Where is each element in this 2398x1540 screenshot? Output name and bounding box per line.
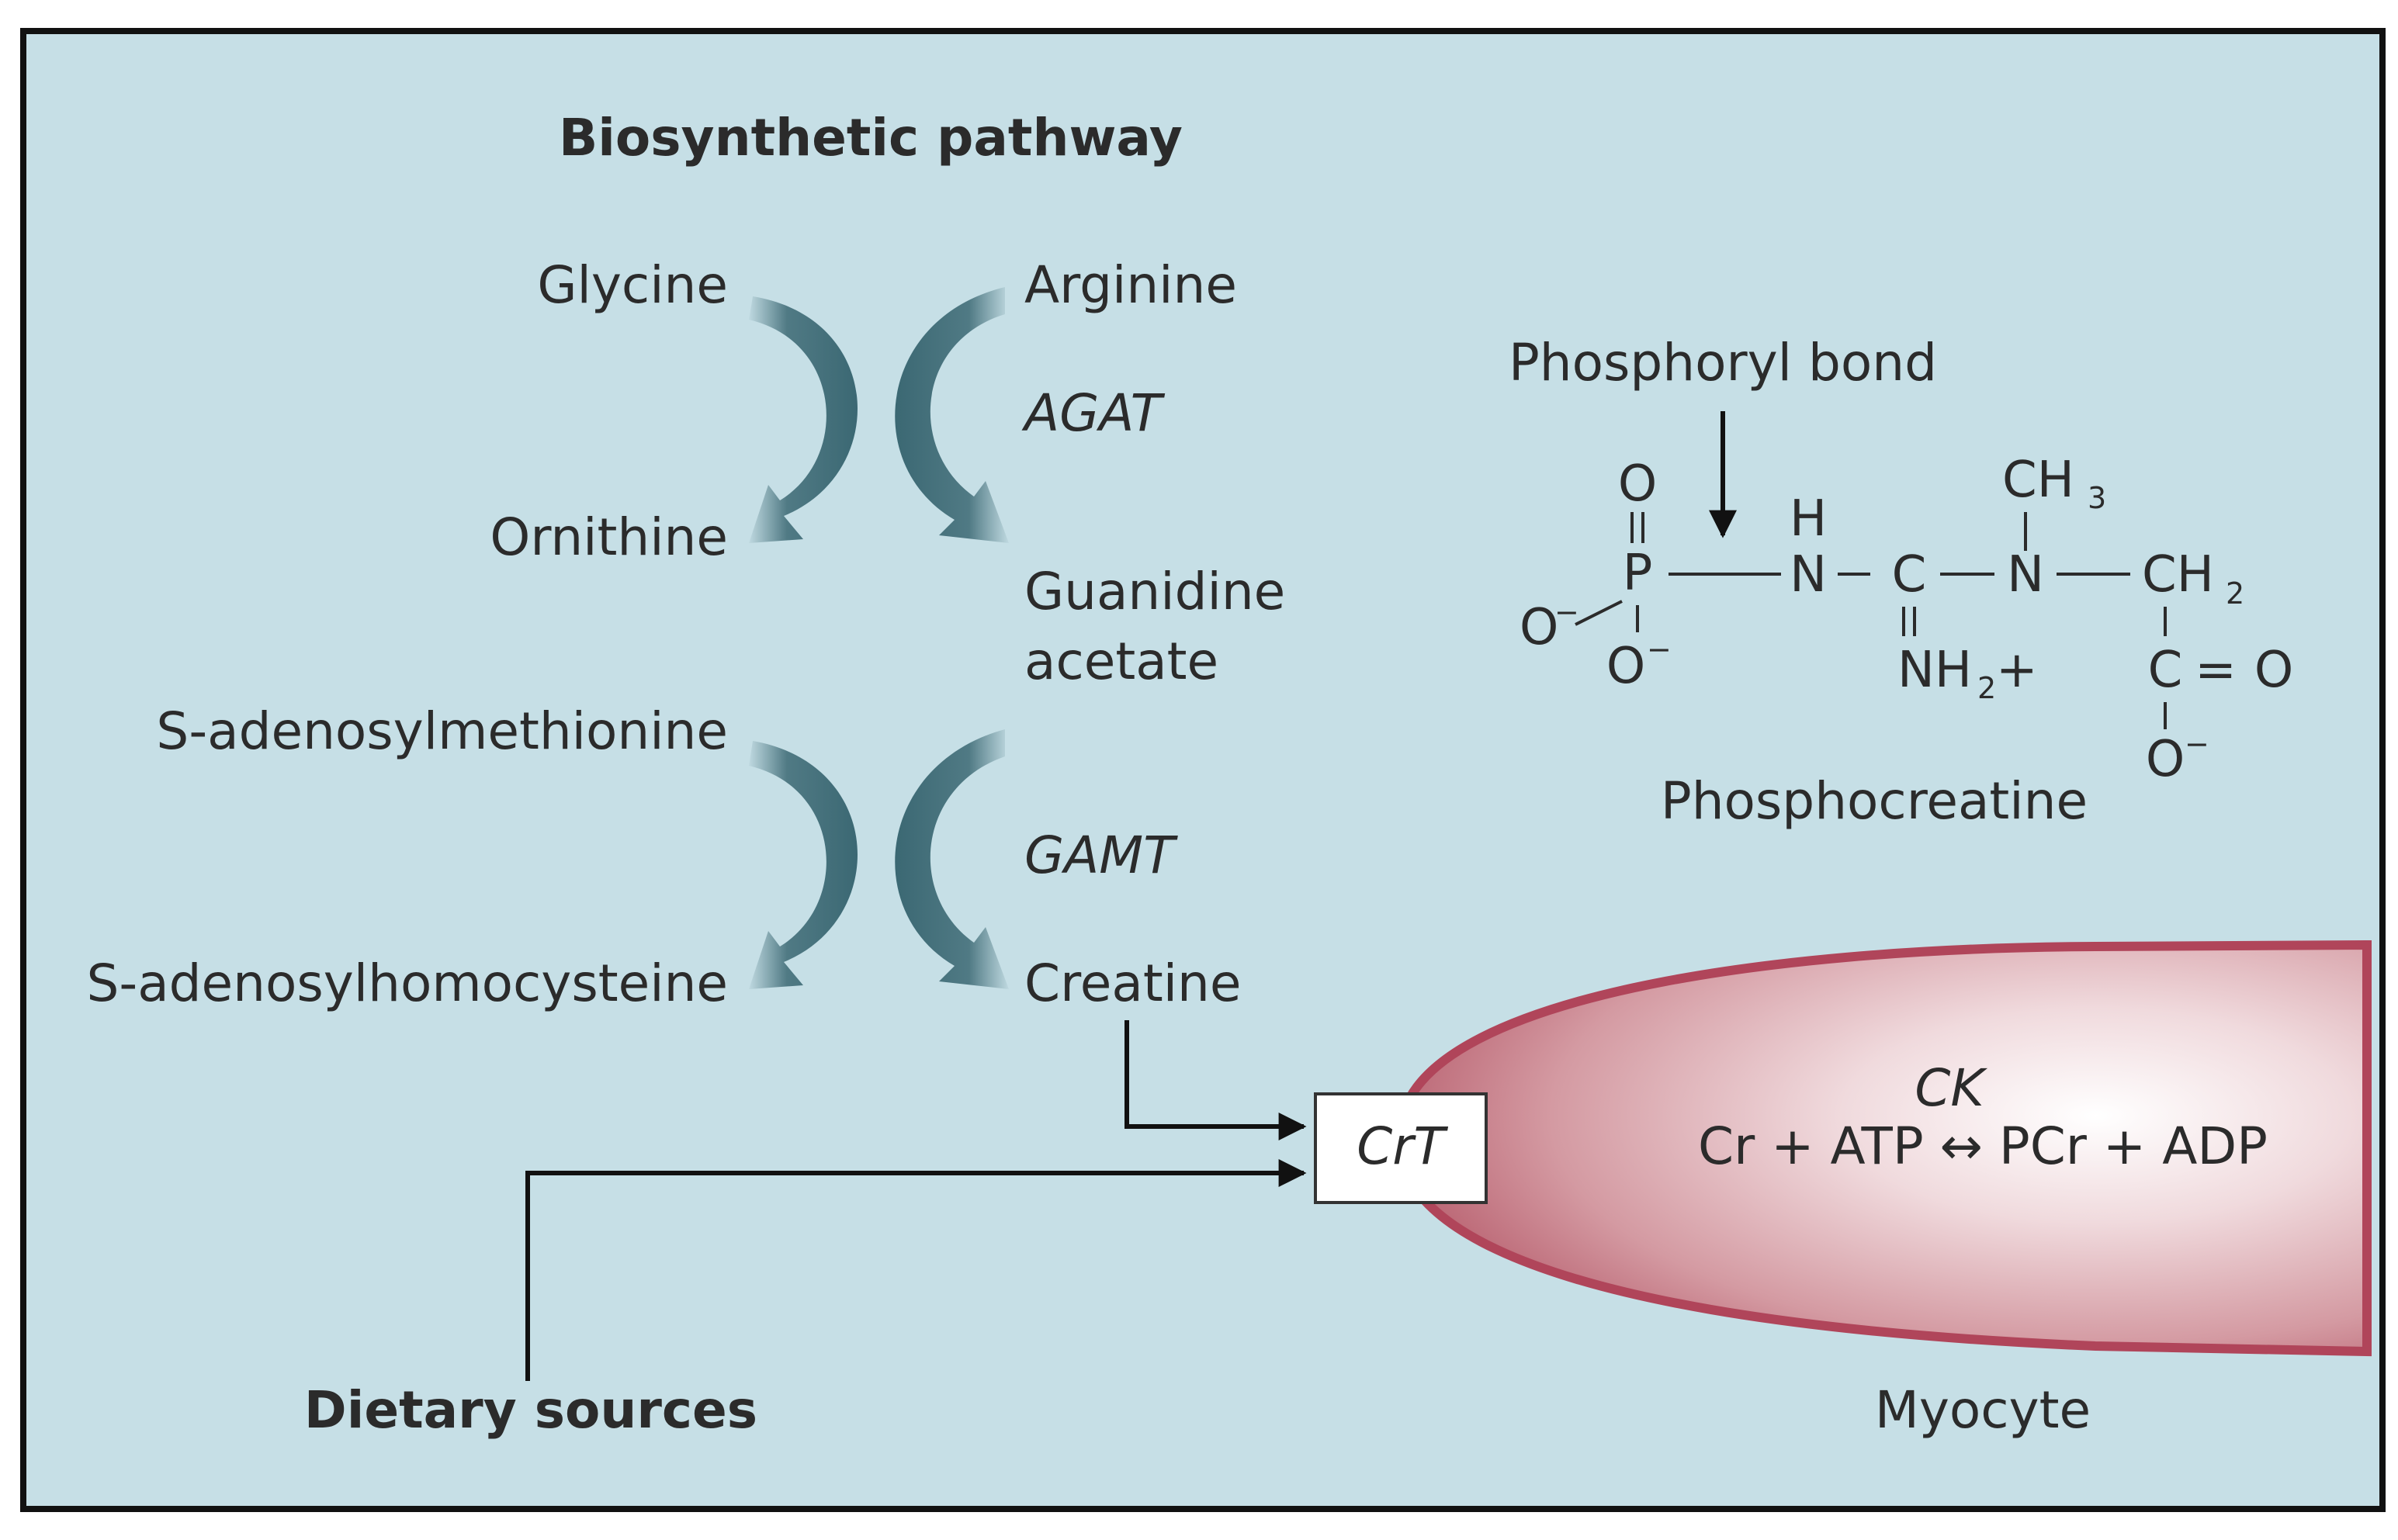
atom-c1: C (1892, 546, 1927, 604)
charge-o-left: − (1554, 595, 1579, 629)
charge-o-bottom: − (1647, 632, 1672, 666)
phosphocreatine-structure: Phosphoryl bond O P O − O − H N C NH 2 +… (1509, 333, 2293, 831)
creatine-to-crt-arrow (1124, 1020, 1307, 1140)
charge-o-carboxyl: − (2185, 727, 2209, 761)
atom-ch3-sub: 3 (2088, 481, 2106, 515)
atom-o-minus-bottom: O (1606, 638, 1645, 695)
atom-p: P (1623, 545, 1653, 602)
arginine-to-guanidine-arrow (895, 287, 1009, 543)
agat-label: AGAT (1021, 383, 1166, 443)
crt-label: CrT (1357, 1116, 1448, 1176)
guanidine-acetate-label-line2: acetate (1024, 632, 1218, 691)
glycine-to-ornithine-arrow (749, 296, 858, 543)
guanidine-to-creatine-arrow (895, 729, 1009, 989)
sam-label: S-adenosylmethionine (156, 701, 728, 761)
guanidine-acetate-label-line1: Guanidine (1024, 562, 1285, 621)
atom-ch2: CH (2142, 546, 2214, 604)
atom-nh2-sub: 2 (1977, 671, 1996, 705)
gamt-label: GAMT (1024, 825, 1178, 885)
charge-nh2-plus: + (1996, 642, 2038, 699)
dietary-to-crt-arrow (525, 1159, 1307, 1381)
atom-ch3: CH (2002, 452, 2074, 509)
atom-h: H (1790, 490, 1827, 548)
glycine-label: Glycine (537, 255, 728, 315)
atom-o-minus-left: O (1520, 599, 1558, 656)
sam-to-sah-arrow (749, 741, 858, 989)
atom-ch2-sub: 2 (2226, 576, 2244, 611)
dietary-sources-label: Dietary sources (304, 1380, 757, 1440)
atom-n2: N (2007, 546, 2044, 604)
diagram-title: Biosynthetic pathway (559, 108, 1183, 168)
atom-n1: N (1790, 546, 1827, 604)
bond-c2-o-double: = (2195, 642, 2237, 699)
bond-p-o-left (1575, 600, 1623, 626)
ornithine-label: Ornithine (490, 507, 728, 567)
phosphocreatine-name: Phosphocreatine (1661, 771, 2088, 831)
atom-o-carboxyl: O (2146, 731, 2185, 788)
arginine-label: Arginine (1024, 255, 1237, 315)
atom-o-double: O (1618, 455, 1657, 513)
atom-nh2: NH (1897, 642, 1972, 699)
atom-o-carbonyl: O (2254, 642, 2293, 699)
ck-enzyme-label: CK (1915, 1058, 1987, 1118)
phosphoryl-bond-label: Phosphoryl bond (1509, 333, 1937, 393)
creatine-label: Creatine (1024, 953, 1241, 1013)
myocyte-label: Myocyte (1875, 1380, 2091, 1440)
atom-c2: C (2148, 642, 2183, 699)
crt-transporter-box (1314, 1092, 1488, 1204)
sah-label: S-adenosylhomocysteine (86, 953, 728, 1013)
ck-reaction-label: Cr + ATP ↔ PCr + ADP (1698, 1116, 2268, 1176)
